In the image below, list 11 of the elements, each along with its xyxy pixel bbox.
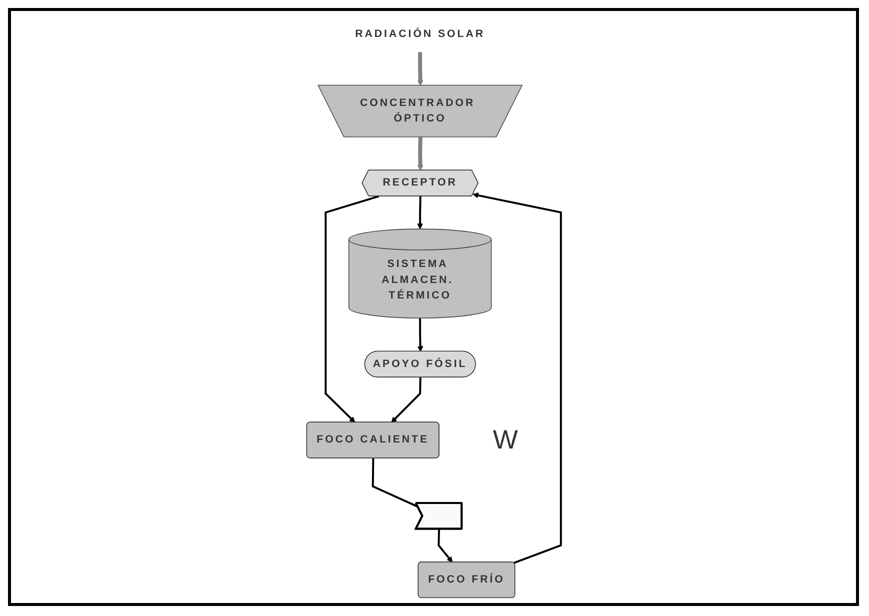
arrow: [417, 137, 423, 171]
node-label: W: [492, 425, 518, 455]
arrow: [417, 318, 423, 352]
arrow: [437, 529, 452, 563]
arrow: [390, 377, 422, 423]
arrow: [416, 196, 423, 230]
arrow: [417, 52, 423, 86]
arrow: [324, 195, 379, 423]
node-text: RADIACIÓN SOLAR: [354, 28, 485, 40]
arrow: [472, 192, 562, 564]
connector: [372, 458, 418, 508]
